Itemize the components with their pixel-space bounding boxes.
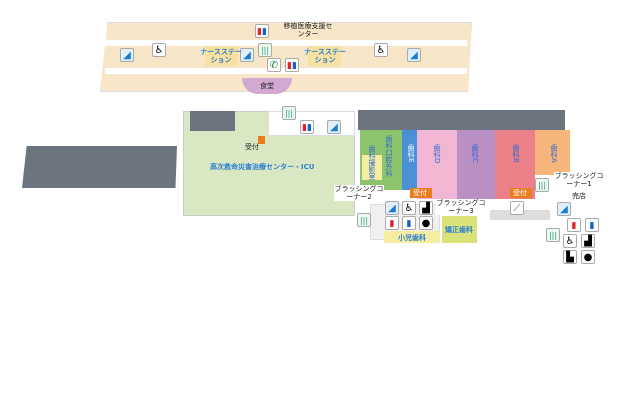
elevator-icon: ||| (258, 43, 272, 57)
stairs-icon: ◢ (385, 201, 399, 215)
baby-room-icon: ▙ (563, 250, 577, 264)
dental-gray-band (358, 110, 565, 130)
wheelchair-icon: ♿ (374, 43, 388, 57)
elevator-icon: ||| (282, 106, 296, 120)
multipurpose-icon: ● (419, 216, 433, 230)
dept-a-area (535, 130, 570, 175)
dept-c-area (457, 130, 495, 199)
nurse-station-room-2 (308, 46, 341, 66)
ortho-area (442, 216, 477, 243)
nurse-station-label-2: ナースステーション (304, 48, 346, 64)
imaging-label: 歯科撮影室 (368, 145, 376, 180)
wheelchair-icon: ♿ (402, 201, 416, 215)
shop-label: 売店 (572, 192, 586, 200)
reception-2-label: 受付 (513, 189, 527, 197)
brushing-1-label: ブラッシングコーナー1 (554, 172, 604, 188)
transplant-center-label: 移植医療支援センター (283, 22, 333, 38)
stairs-icon: ◢ (120, 48, 134, 62)
stairs-icon: ◢ (557, 202, 571, 216)
dept-d-label: 歯科D (433, 144, 441, 164)
reception-2-desk (510, 188, 532, 198)
stairs-icon: ◢ (240, 48, 254, 62)
nursing-room-icon: ▟ (419, 201, 433, 215)
dept-d-area (417, 130, 457, 199)
dining-room (242, 78, 292, 94)
restroom-icon: ▮▮ (255, 24, 269, 38)
oral-surgery-label: 歯科口腔外科 (385, 135, 393, 177)
multipurpose-icon: ● (581, 250, 595, 264)
icu-reception-label: 受付 (245, 143, 259, 151)
elevator-icon: ||| (535, 178, 549, 192)
wheelchair-icon: ♿ (152, 43, 166, 57)
gray-building (22, 146, 177, 188)
dept-b-area (495, 130, 535, 199)
stairs-icon: ◢ (407, 48, 421, 62)
restroom-female-icon: ▮ (567, 218, 581, 232)
restroom-icon: ▮▮ (285, 58, 299, 72)
elevator-icon: ||| (357, 213, 371, 227)
icu-gray-corner (190, 111, 235, 131)
restroom-male-icon: ▮ (402, 216, 416, 230)
dept-e-label: 歯科E (407, 144, 415, 163)
escalator-icon: ⟋ (510, 201, 524, 215)
nurse-station-room-1 (205, 46, 238, 66)
reception-1-label: 受付 (413, 189, 427, 197)
dining-label: 食堂 (260, 82, 274, 90)
restroom-female-icon: ▮ (385, 216, 399, 230)
nursing-room-icon: ▟ (581, 234, 595, 248)
reception-1-desk (410, 188, 432, 198)
dept-e-area (402, 130, 417, 190)
brushing-3-label: ブラッシングコーナー3 (436, 199, 486, 215)
reception-desk (258, 136, 265, 144)
dept-c-label: 歯科C (471, 144, 479, 163)
nurse-station-label-1: ナースステーション (200, 48, 242, 64)
elevator-icon: ||| (546, 228, 560, 242)
upper-corridor (105, 40, 467, 46)
imaging-room (362, 155, 382, 180)
restroom-male-icon: ▮ (585, 218, 599, 232)
escalator-corridor (490, 210, 550, 220)
brushing-2-label: ブラッシングコーナー2 (334, 185, 384, 201)
pediatric-area (384, 231, 440, 243)
wheelchair-icon: ♿ (563, 234, 577, 248)
stairs-icon: ◢ (327, 120, 341, 134)
phone-icon: ✆ (267, 58, 281, 72)
dept-a-label: 歯科A (550, 144, 558, 163)
restroom-icon: ▮▮ (300, 120, 314, 134)
ortho-label: 矯正歯科 (445, 226, 473, 234)
icu-label: 高次救命災害治療センター・ICU (210, 163, 315, 171)
pediatric-label: 小児歯科 (398, 234, 426, 242)
dept-b-label: 歯科B (512, 144, 520, 163)
